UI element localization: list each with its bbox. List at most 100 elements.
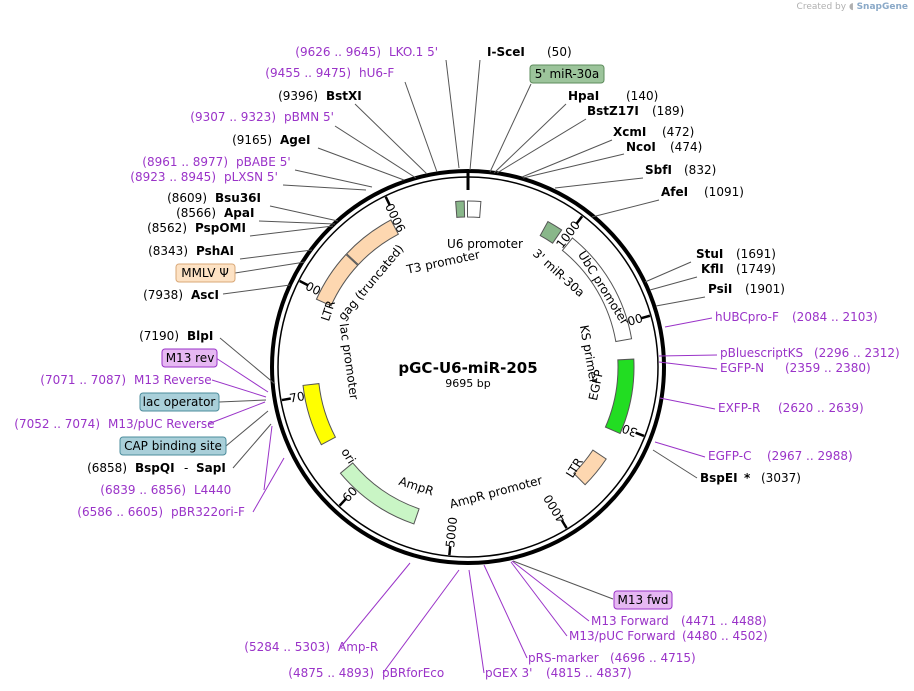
leader-line — [282, 184, 367, 191]
kfli-pos: (1749) — [736, 262, 776, 276]
leader-line — [649, 276, 698, 291]
feature-label-lac-promoter: lac promoter — [337, 322, 362, 400]
leader-line — [469, 59, 481, 171]
leader-line — [382, 569, 460, 674]
apai-name: ApaI — [224, 206, 254, 220]
pbrfor-range: (4875 .. 4893) — [288, 666, 374, 680]
leader-line — [263, 425, 273, 491]
xcmi-pos: (472) — [662, 125, 694, 139]
pbabe-range: (8961 .. 8977) — [142, 155, 228, 169]
agei-name: AgeI — [280, 133, 310, 147]
leader-line — [269, 205, 339, 222]
pbr322-name: pBR322ori-F — [171, 505, 245, 519]
mmlv-box[interactable] — [175, 263, 236, 283]
m13pucf-name: M13/pUC Forward — [569, 629, 676, 643]
bstz17i-name: BstZ17I — [587, 104, 639, 118]
m13pucf-range: (4480 .. 4502) — [682, 629, 768, 643]
lko-range: (9626 .. 9645) — [295, 45, 381, 59]
leader-line — [249, 225, 334, 237]
leader-line — [664, 317, 713, 328]
tick-mark — [640, 314, 651, 320]
leader-line — [239, 249, 313, 260]
m13rev-label: M13 rev — [166, 351, 215, 365]
hpai-pos: (140) — [626, 89, 658, 103]
afei-name: AfeI — [661, 185, 688, 199]
plasmid-size: 9695 bp — [445, 377, 490, 390]
pgex-name: pGEX 3' — [485, 666, 532, 680]
m13fwd-label: M13 fwd — [618, 593, 669, 607]
m13rev-box[interactable] — [161, 348, 218, 368]
feature-arrow — [302, 383, 337, 446]
feature-label-ltr-left: LTR — [318, 299, 338, 323]
leader-line — [232, 423, 272, 469]
leader-line — [654, 441, 706, 458]
bspei-name: BspEI — [700, 471, 738, 485]
hubc-name: hUBCpro-F — [715, 310, 779, 324]
leader-line — [404, 81, 438, 173]
egfpn-name: EGFP-N — [720, 361, 764, 375]
cap-label: CAP binding site — [124, 439, 222, 453]
leader-line — [644, 261, 692, 283]
bstxi-pos: (9396) — [278, 89, 318, 103]
feature-label-ampr-promoter: AmpR promoter — [448, 473, 544, 511]
prs-range: (4696 .. 4715) — [610, 651, 696, 665]
isce-name: I-SceI — [487, 45, 525, 59]
credit-text: Created by — [796, 2, 847, 12]
leader-line — [521, 139, 613, 178]
plasmid-name: pGC-U6-miR-205 — [398, 359, 537, 377]
feature-label-egfp: EGFP — [586, 369, 606, 402]
tick-mark — [384, 196, 391, 206]
leader-line — [652, 449, 698, 479]
tick-label: 5000 — [443, 516, 460, 548]
tick-mark — [448, 545, 452, 556]
hu6f-name: hU6-F — [359, 66, 394, 80]
sbfi-name: SbfI — [645, 163, 672, 177]
m13reverse-name: M13 Reverse — [134, 373, 212, 387]
tick-mark — [299, 279, 309, 287]
pshai-pos: (8343) — [148, 244, 188, 258]
leader-line — [554, 177, 644, 189]
leader-line — [317, 147, 405, 181]
tick-mark — [560, 519, 568, 529]
leader-line — [510, 561, 568, 637]
isce-pos: (50) — [547, 45, 572, 59]
m13reverse-range: (7071 .. 7087) — [40, 373, 126, 387]
leader-line — [218, 399, 267, 403]
cap-box[interactable] — [119, 436, 227, 456]
pspomi-pos: (8562) — [147, 221, 187, 235]
afei-pos: (1091) — [704, 185, 744, 199]
m13puc-range: (7052 .. 7074) — [14, 417, 100, 431]
leader-line — [512, 560, 614, 600]
sbfi-pos: (832) — [684, 163, 716, 177]
leader-line — [511, 560, 590, 622]
pshai-name: PshAI — [196, 244, 234, 258]
feature-label-t3-promoter: T3 promoter — [404, 247, 481, 276]
pbmn-range: (9307 .. 9323) — [190, 110, 276, 124]
feature-arrow — [561, 237, 633, 343]
bsu36i-pos: (8609) — [167, 191, 207, 205]
ncoi-name: NcoI — [626, 140, 656, 154]
asci-pos: (7938) — [143, 288, 183, 302]
leader-line — [207, 401, 266, 425]
feature-arrow — [455, 200, 466, 218]
m13fwd-box[interactable] — [613, 590, 673, 610]
leader-line — [658, 354, 718, 357]
psii-pos: (1901) — [745, 282, 785, 296]
hu6f-range: (9455 .. 9475) — [265, 66, 351, 80]
leader-line — [493, 103, 567, 174]
feature-label-ampr: AmpR — [397, 474, 435, 498]
lacop-box[interactable] — [139, 392, 220, 412]
m13puc-name: M13/pUC Reverse — [108, 417, 215, 431]
bspei-pos: (3037) — [761, 471, 801, 485]
pgex-range: (4815 .. 4837) — [546, 666, 632, 680]
leader-line — [522, 153, 625, 179]
ampr-primer-name: Amp-R — [338, 640, 378, 654]
stui-name: StuI — [696, 247, 723, 261]
tick-mark — [338, 498, 347, 507]
feature-arrow — [466, 200, 482, 218]
mir30a-5-box[interactable] — [529, 64, 605, 84]
ncoi-pos: (474) — [670, 140, 702, 154]
asci-name: AscI — [191, 288, 219, 302]
leader-line — [468, 569, 485, 674]
leader-line — [222, 284, 291, 295]
